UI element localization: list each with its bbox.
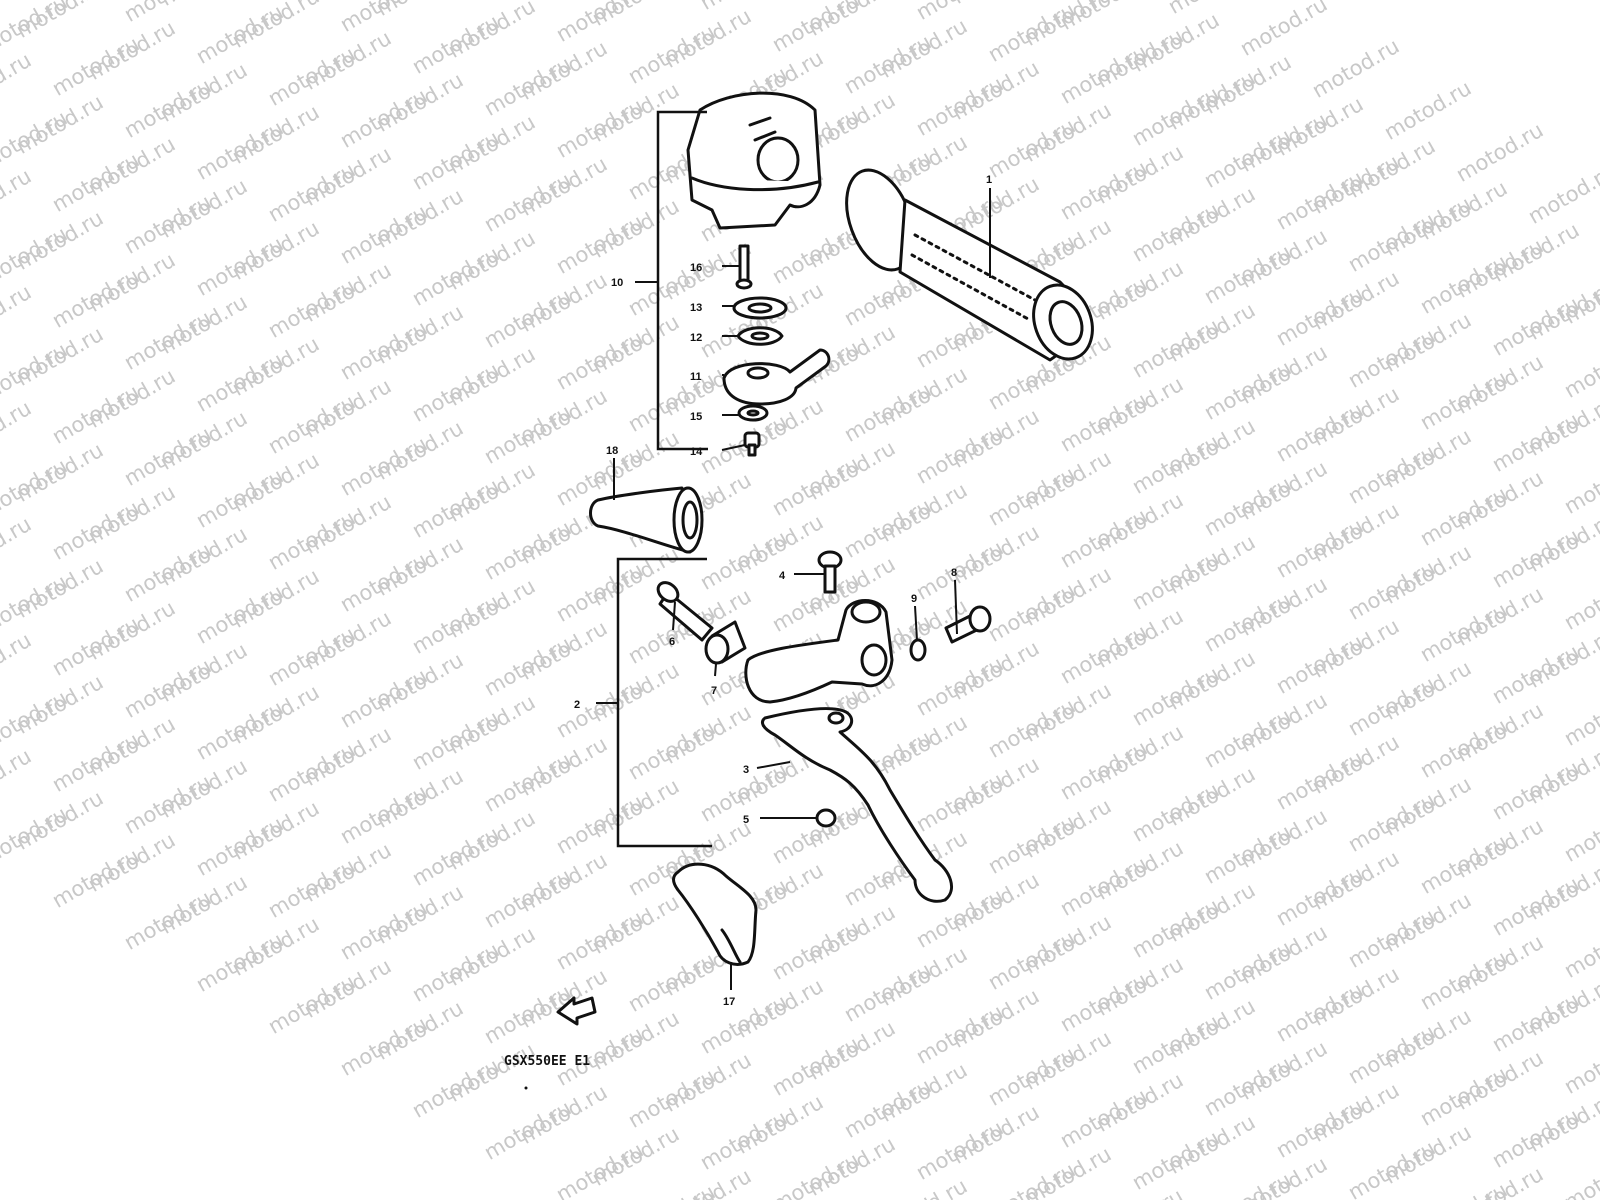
callout-2: 2 <box>574 699 580 711</box>
callout-16: 16 <box>690 262 702 274</box>
lever-nut-5-drawing <box>815 808 837 828</box>
screw-14-drawing <box>743 431 761 457</box>
callout-17: 17 <box>723 996 735 1008</box>
lever-boot-17-drawing <box>672 862 758 966</box>
callout-3: 3 <box>743 764 749 776</box>
lever-bracket-drawing <box>744 599 894 704</box>
direction-arrow-icon <box>556 996 597 1026</box>
callout-7: 7 <box>711 685 717 697</box>
callout-12: 12 <box>690 332 702 344</box>
callout-1: 1 <box>986 174 992 186</box>
leader-lines <box>596 188 991 990</box>
spring-washer-12-drawing <box>736 326 784 346</box>
callout-14: 14 <box>690 446 703 458</box>
callout-18: 18 <box>606 445 618 457</box>
model-code-label: GSX550EE E1 <box>504 1054 590 1069</box>
cable-boot-18-drawing <box>589 486 704 554</box>
callout-9: 9 <box>911 593 917 605</box>
grip-drawing <box>845 168 1094 362</box>
callout-4: 4 <box>779 570 786 582</box>
callout-15: 15 <box>690 411 702 423</box>
callout-10: 10 <box>611 277 623 289</box>
callout-8: 8 <box>951 567 957 579</box>
adjuster-bolt-4-drawing <box>817 550 843 594</box>
lever-3-drawing <box>761 707 953 903</box>
washer-13-drawing <box>732 296 788 320</box>
switch-housing-drawing <box>686 91 822 230</box>
assembly-10-bracket <box>656 110 708 451</box>
callout-5: 5 <box>743 814 749 826</box>
bushing-7-drawing <box>704 620 747 665</box>
screw-16-drawing <box>735 244 753 290</box>
callout-11: 11 <box>690 371 702 383</box>
washer-15-drawing <box>737 404 769 422</box>
callout-13: 13 <box>690 302 702 314</box>
speck <box>524 1086 528 1090</box>
clamp-screw-8-drawing <box>944 605 992 644</box>
choke-lever-11-drawing <box>722 348 831 406</box>
pivot-bolt-6-drawing <box>656 581 714 642</box>
callout-6: 6 <box>669 636 675 648</box>
callout-labels: 10 1 16 13 12 11 15 14 18 4 6 7 9 8 2 3 … <box>574 174 992 1008</box>
washer-9-drawing <box>909 638 927 662</box>
